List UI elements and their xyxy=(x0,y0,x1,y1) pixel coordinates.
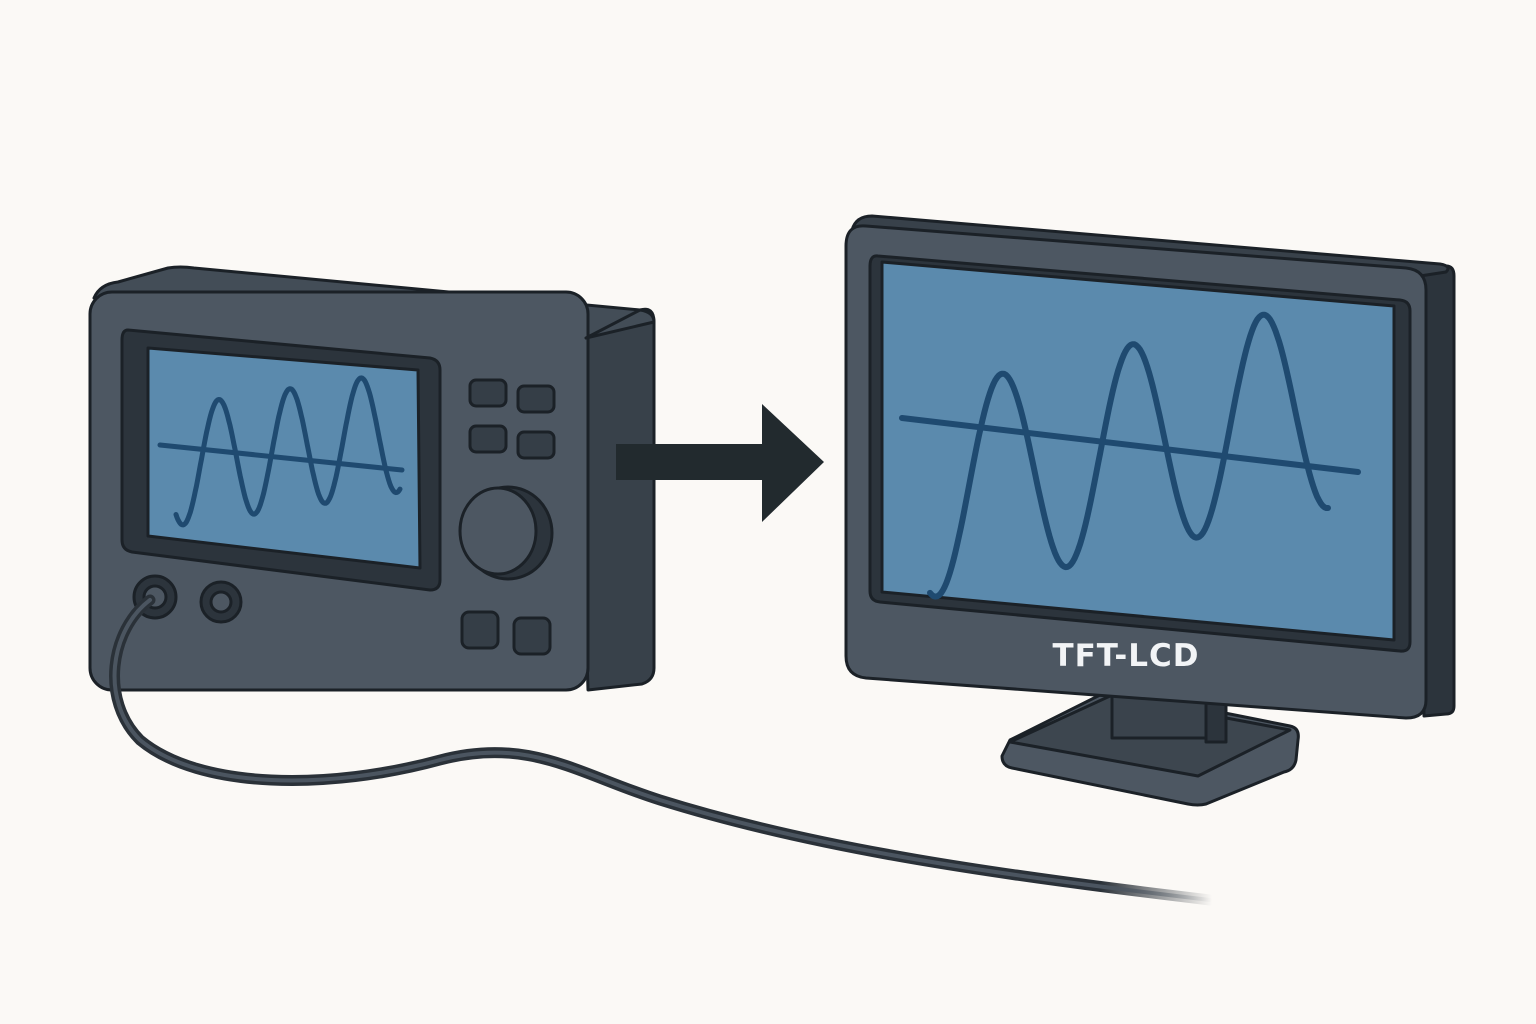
oscilloscope-button[interactable] xyxy=(512,616,552,656)
sine-wave-icon xyxy=(927,311,1331,600)
oscilloscope-edge xyxy=(584,308,642,340)
oscilloscope-button[interactable] xyxy=(468,378,508,408)
cable xyxy=(109,594,1216,906)
monitor-side-face xyxy=(1418,264,1456,718)
monitor-icon: TFT-LCD xyxy=(844,214,1456,807)
oscilloscope-button[interactable] xyxy=(516,384,556,414)
cable-core xyxy=(112,598,1212,902)
oscilloscope-button[interactable] xyxy=(516,430,556,460)
sine-wave-icon xyxy=(173,375,403,528)
oscilloscope-icon xyxy=(88,265,656,692)
monitor-label: TFT-LCD xyxy=(1052,638,1199,674)
oscilloscope-button[interactable] xyxy=(460,610,500,650)
monitor-screen xyxy=(880,260,1396,642)
arrow-right-icon xyxy=(616,404,824,522)
oscilloscope-side-face xyxy=(576,307,656,692)
oscilloscope-knob[interactable] xyxy=(458,486,538,576)
oscilloscope-baseline xyxy=(157,442,405,473)
oscilloscope-button[interactable] xyxy=(468,424,508,454)
oscilloscope-aux-connector-core xyxy=(209,590,233,614)
